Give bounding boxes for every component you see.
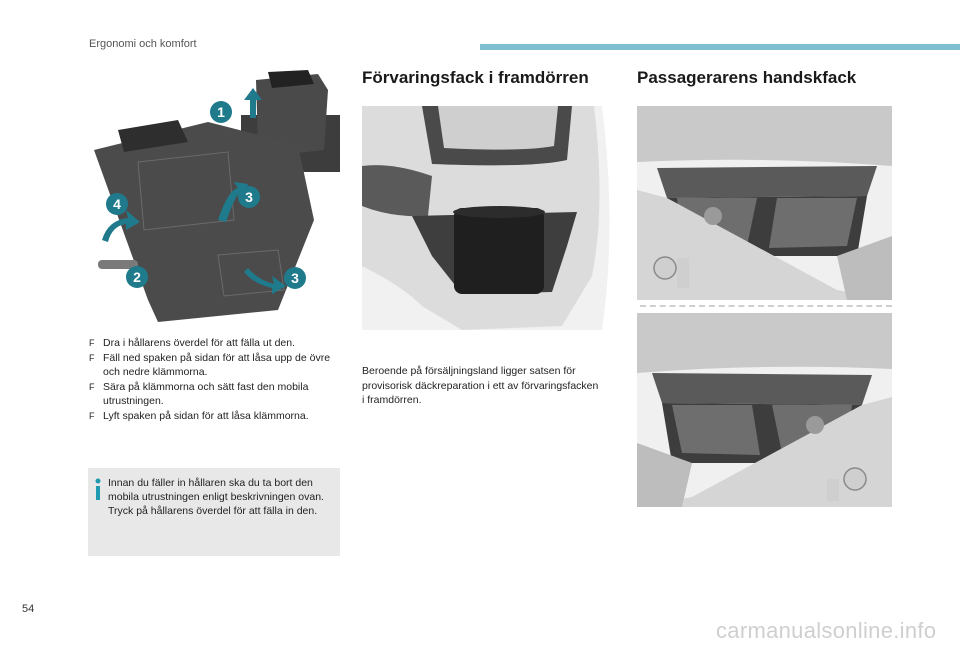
info-icon (94, 478, 102, 500)
dashed-separator (640, 305, 892, 307)
figure-marker-3-upper: 3 (238, 186, 260, 208)
bullet-marker: F (89, 338, 95, 348)
step-item: F Fäll ned spaken på sidan för att låsa … (89, 351, 344, 380)
figure-marker-2: 2 (126, 266, 148, 288)
step-text: Dra i hållarens överdel för att fälla ut… (103, 337, 296, 349)
section-title-glovebox: Passagerarens handskfack (637, 68, 857, 87)
info-note-box: Innan du fäller in hållaren ska du ta bo… (88, 468, 340, 556)
step-item: F Lyft spaken på sidan för att låsa kläm… (89, 409, 344, 424)
glovebox-illustration-lhd (637, 106, 892, 300)
page-number: 54 (22, 603, 35, 615)
footer-watermark: carmanualsonline.info (716, 618, 937, 643)
step-list: F Dra i hållarens överdel för att fälla … (89, 336, 344, 423)
bullet-marker: F (89, 381, 95, 392)
section-title-door-storage: Förvaringsfack i framdörren (362, 68, 589, 87)
header-accent-bar (480, 44, 960, 50)
header-section-label: Ergonomi och komfort (89, 38, 197, 50)
step-text: Lyft spaken på sidan för att låsa klämmo… (103, 409, 309, 422)
step-item: F Dra i hållarens överdel för att fälla … (89, 336, 344, 351)
bullet-marker: F (89, 352, 95, 363)
step-text: Fäll ned spaken på sidan för att låsa up… (103, 351, 331, 379)
glovebox-illustration-rhd (637, 313, 892, 507)
door-storage-illustration (362, 106, 617, 330)
figure-marker-3-lower: 3 (284, 267, 306, 289)
info-note-text: Innan du fäller in hållaren ska du ta bo… (108, 477, 324, 517)
phone-holder-illustration: 1 3 4 2 3 (88, 70, 342, 322)
step-text: Sära på klämmorna och sätt fast den mobi… (103, 380, 309, 408)
bullet-marker: F (89, 410, 95, 421)
door-storage-text: Beroende på försäljningsland ligger sats… (362, 365, 599, 406)
figure-marker-4: 4 (106, 193, 128, 215)
step-item: F Sära på klämmorna och sätt fast den mo… (89, 380, 344, 409)
figure-marker-1: 1 (210, 101, 232, 123)
